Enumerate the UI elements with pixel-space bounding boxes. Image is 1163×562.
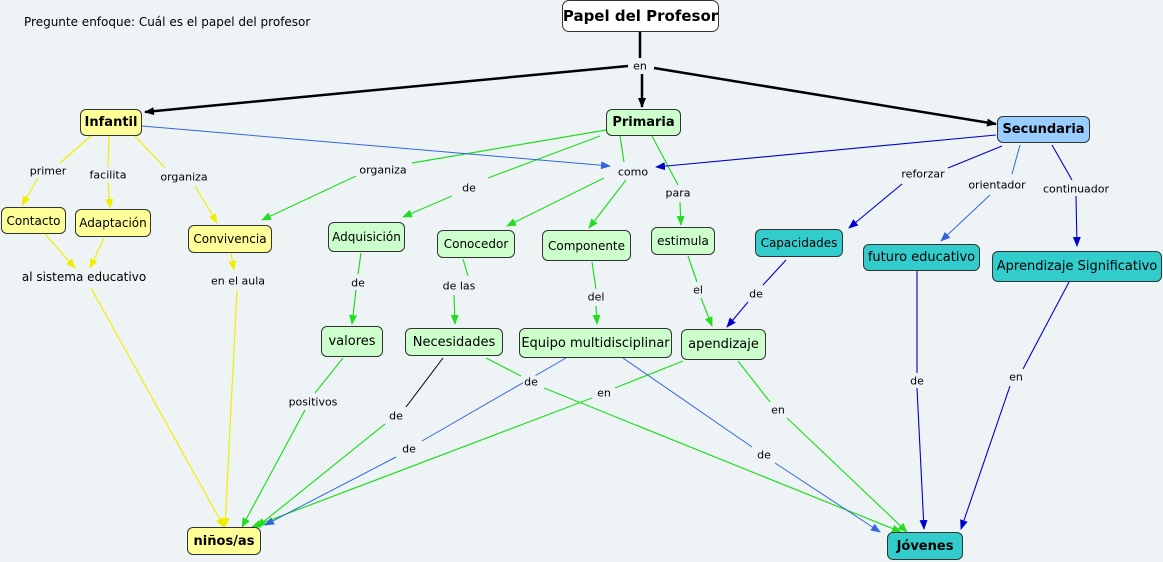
link-label-de-las: de las xyxy=(441,279,477,293)
focus-question: Pregunte enfoque: Cuál es el papel del p… xyxy=(24,15,311,29)
node-componente[interactable]: Componente xyxy=(542,230,631,261)
link-label-en-root: en xyxy=(632,59,648,73)
node-papel-del-profesor[interactable]: Papel del Profesor xyxy=(562,0,719,32)
link-label-orientador: orientador xyxy=(967,178,1027,192)
link-label-de-necesidades-jovenes: de xyxy=(523,375,539,389)
link-label-el: el xyxy=(692,283,704,297)
node-infantil[interactable]: Infantil xyxy=(80,109,142,136)
link-label-de-valores: de xyxy=(350,276,366,290)
node-adquisicion[interactable]: Adquisición xyxy=(328,222,405,252)
link-label-organiza-infantil: organiza xyxy=(159,170,209,184)
link-label-de-capacidades: de xyxy=(748,287,764,301)
node-ninos[interactable]: niños/as xyxy=(187,527,261,555)
link-label-primer: primer xyxy=(28,164,68,178)
link-label-de-futuro: de xyxy=(909,374,925,388)
node-futuro-educativo[interactable]: futuro educativo xyxy=(863,244,980,271)
link-label-positivos: positivos xyxy=(287,395,339,409)
link-label-de-adquisicion: de xyxy=(461,181,477,195)
link-label-en-apendizaje-jovenes: en xyxy=(770,403,786,417)
node-necesidades[interactable]: Necesidades xyxy=(405,328,503,356)
node-adaptacion[interactable]: Adaptación xyxy=(75,209,151,237)
node-convivencia[interactable]: Convivencia xyxy=(188,225,272,253)
link-label-de-equipo-jovenes: de xyxy=(756,448,772,462)
link-label-organiza-primaria: organiza xyxy=(358,163,408,177)
node-estimula[interactable]: estimula xyxy=(651,227,715,255)
link-label-en-significativo: en xyxy=(1008,370,1024,384)
node-jovenes[interactable]: Jóvenes xyxy=(887,532,963,560)
link-label-del: del xyxy=(586,290,606,304)
node-contacto[interactable]: Contacto xyxy=(1,207,66,234)
node-apendizaje[interactable]: apendizaje xyxy=(681,329,766,360)
link-label-facilita: facilita xyxy=(88,168,128,182)
link-label-en-apendizaje: en xyxy=(596,386,612,400)
node-secundaria[interactable]: Secundaria xyxy=(997,116,1090,143)
link-label-de-equipo: de xyxy=(401,442,417,456)
link-label-de-necesidades: de xyxy=(388,409,404,423)
node-primaria[interactable]: Primaria xyxy=(606,109,681,136)
link-label-continuador: continuador xyxy=(1041,182,1111,196)
text-en-el-aula: en el aula xyxy=(210,274,266,288)
node-capacidades[interactable]: Capacidades xyxy=(755,229,843,257)
node-equipo-multidisciplinar[interactable]: Equipo multidisciplinar xyxy=(519,328,672,358)
node-aprendizaje-significativo[interactable]: Aprendizaje Significativo xyxy=(992,251,1162,282)
node-conocedor[interactable]: Conocedor xyxy=(437,230,515,258)
link-label-como: como xyxy=(616,165,650,179)
link-label-para: para xyxy=(664,186,692,200)
link-label-reforzar: reforzar xyxy=(900,167,946,181)
node-valores[interactable]: valores xyxy=(321,326,383,357)
text-al-sistema-educativo: al sistema educativo xyxy=(21,270,147,284)
